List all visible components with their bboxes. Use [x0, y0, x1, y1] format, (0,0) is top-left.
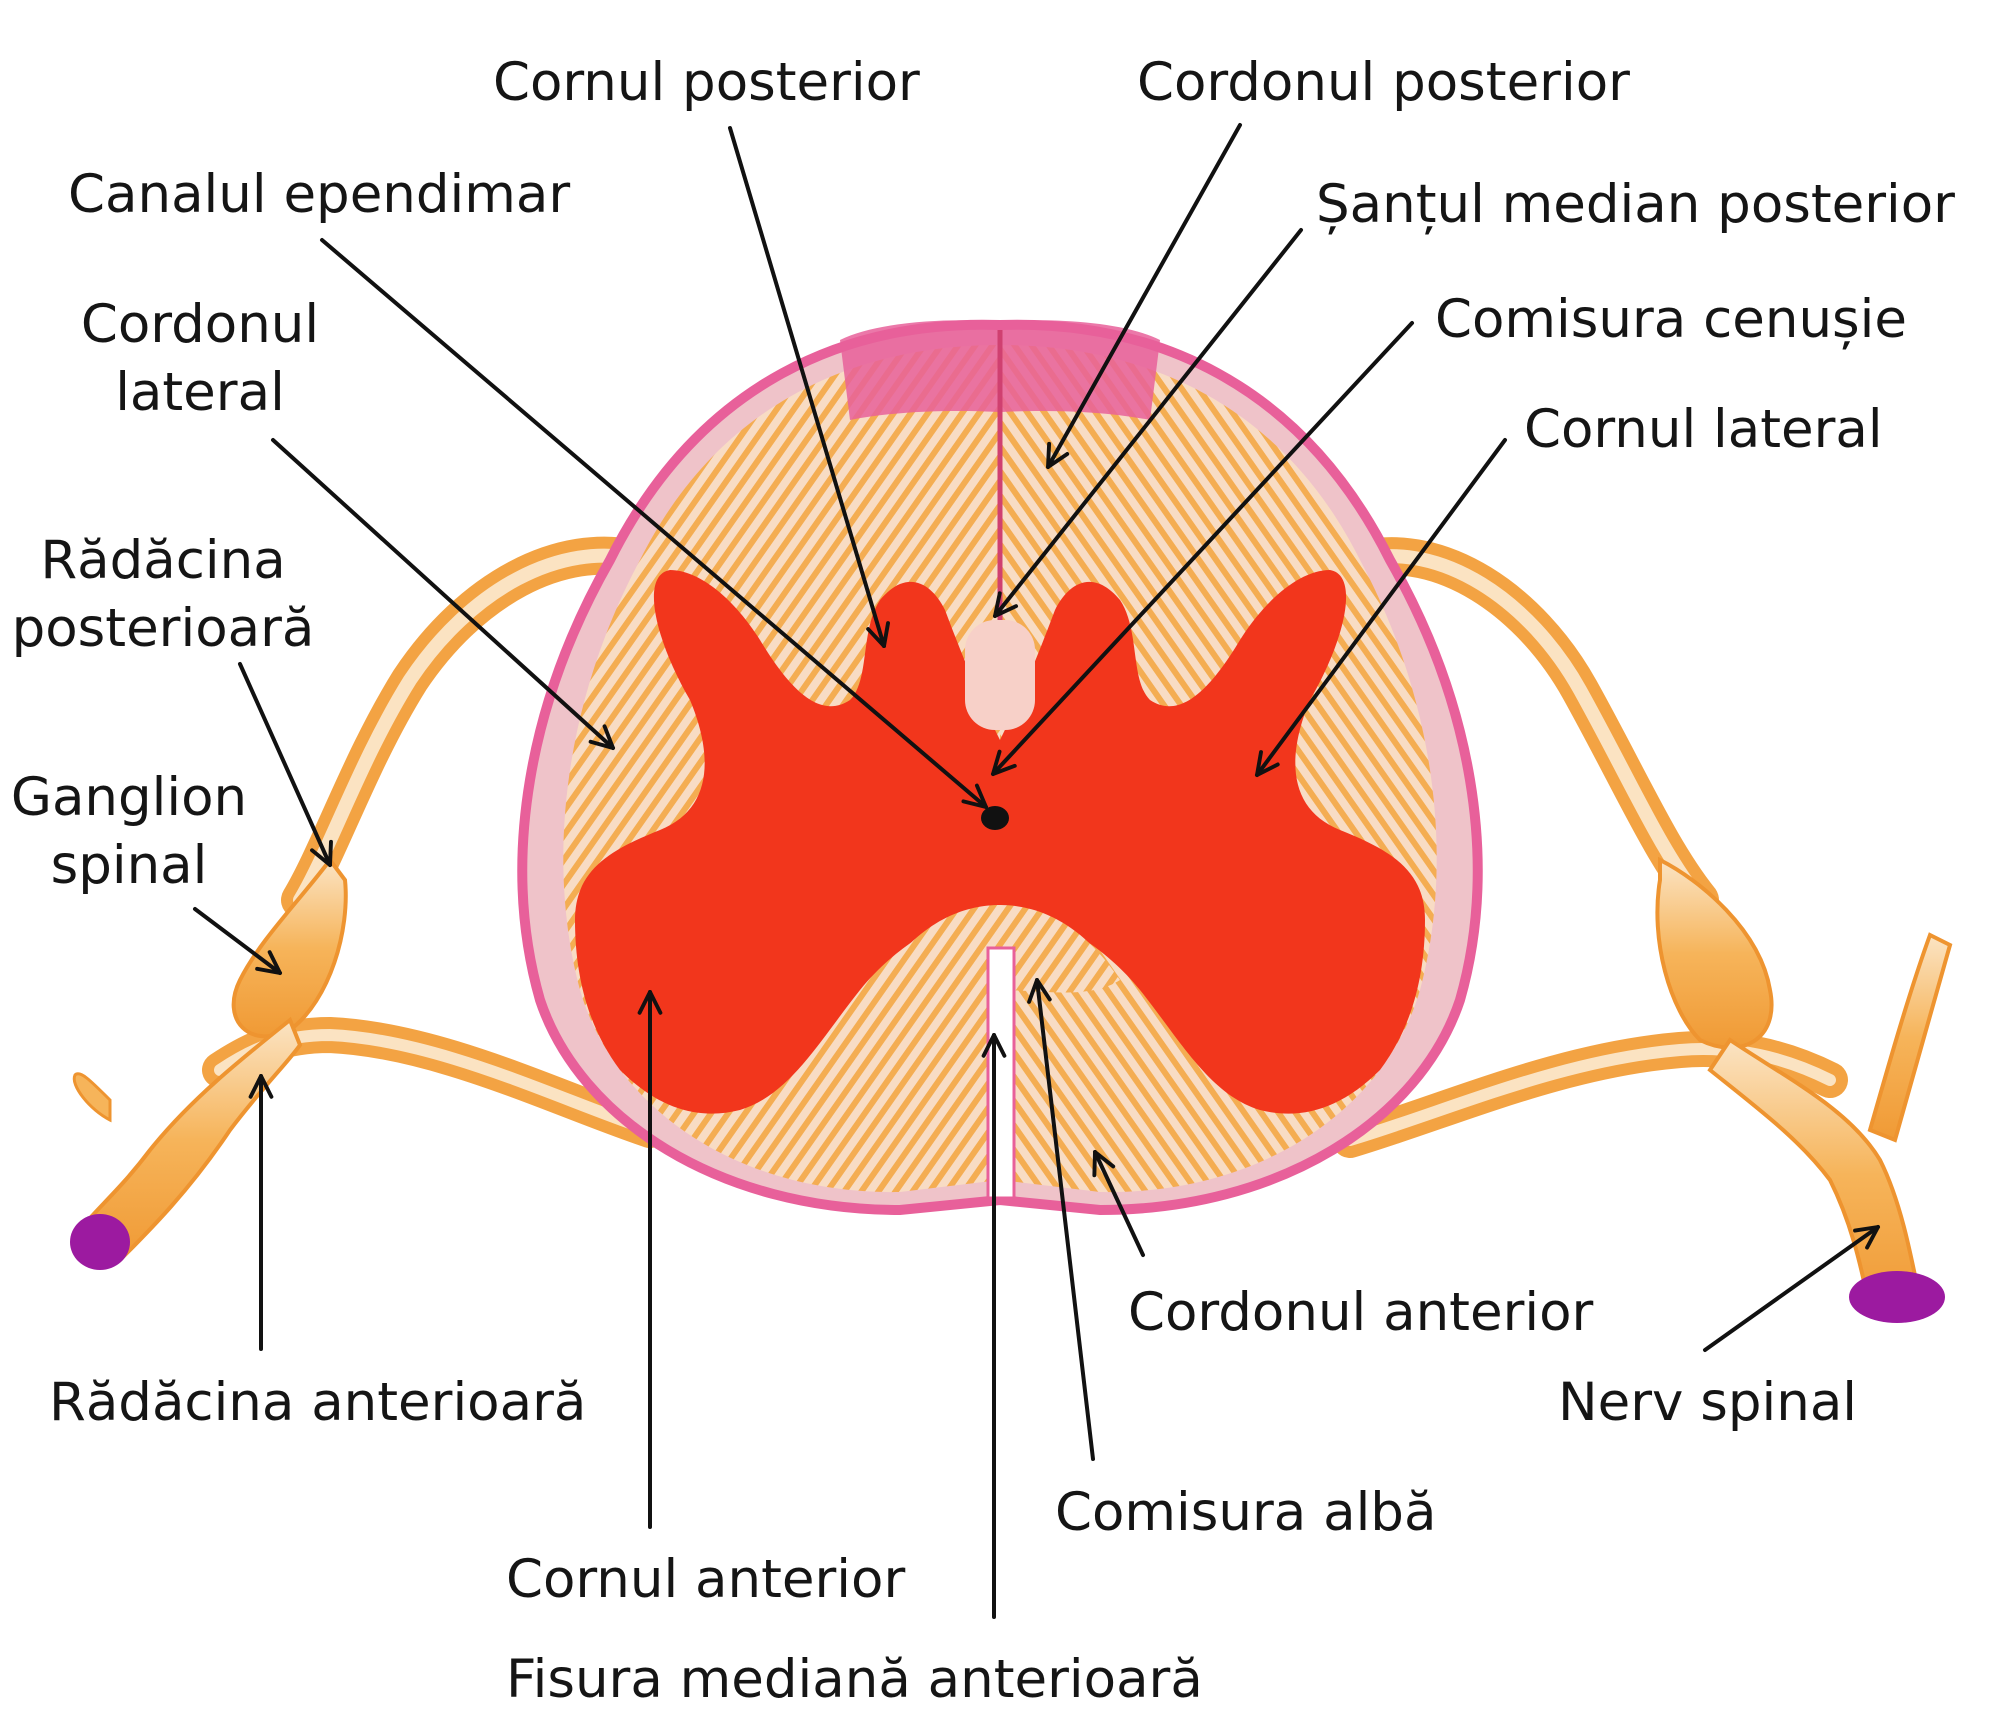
- label-comisura-cenusie: Comisura cenușie: [1435, 289, 1907, 351]
- right-ganglion: [1655, 856, 1774, 1050]
- anterior-median-fissure: [986, 946, 1016, 1200]
- arrow-cordonul-anterior: [1092, 1150, 1145, 1257]
- label-radacina-posterioara-2: posterioară: [12, 598, 315, 659]
- arrow-cordonul-posterior: [1046, 123, 1242, 469]
- leader-arrows: [193, 123, 1880, 1619]
- nerve-roots: [70, 536, 1953, 1323]
- label-santul-median-posterior: Șanțul median posterior: [1316, 174, 1955, 235]
- central-canal: [981, 806, 1009, 830]
- label-ganglion-spinal-2: spinal: [51, 835, 208, 896]
- arrow-ganglion-spinal: [193, 907, 282, 975]
- arrow-cornul-lateral: [1255, 438, 1507, 777]
- right-nerve-cut: [1849, 1271, 1945, 1323]
- label-cornul-posterior: Cornul posterior: [493, 52, 920, 113]
- label-cordonul-lateral-2: lateral: [115, 362, 285, 423]
- label-radacina-anterioara: Rădăcina anterioară: [49, 1372, 586, 1433]
- label-nerv-spinal: Nerv spinal: [1558, 1372, 1857, 1433]
- arrow-cordonul-lateral: [271, 438, 615, 750]
- left-nerve-cut: [70, 1214, 130, 1270]
- arrow-comisura-alba: [1027, 978, 1095, 1461]
- label-cordonul-posterior: Cordonul posterior: [1137, 52, 1630, 113]
- label-fisura-mediana-anterioara: Fisura mediană anterioară: [506, 1649, 1203, 1710]
- spinal-cord: [517, 319, 1483, 1216]
- grey-matter: [575, 570, 1425, 1114]
- label-comisura-alba: Comisura albă: [1055, 1482, 1436, 1543]
- posterior-septum-cap: [965, 620, 1035, 730]
- arrow-cornul-posterior: [728, 126, 890, 648]
- label-ganglion-spinal-1: Ganglion: [11, 767, 247, 828]
- label-cordonul-lateral-1: Cordonul: [81, 294, 319, 355]
- left-ganglion: [231, 856, 348, 1039]
- arrow-radacina-posterioara: [238, 662, 333, 867]
- label-canalul-ependimar: Canalul ependimar: [68, 164, 570, 225]
- arrow-santul-median-posterior: [993, 228, 1303, 618]
- arrow-nerv-spinal: [1703, 1225, 1880, 1352]
- arrow-comisura-cenusie: [991, 321, 1414, 776]
- labels: Cornul posterior Cordonul posterior Cana…: [11, 52, 1955, 1710]
- label-radacina-posterioara-1: Rădăcina: [40, 530, 285, 591]
- label-cordonul-anterior: Cordonul anterior: [1128, 1282, 1594, 1343]
- label-cornul-lateral: Cornul lateral: [1524, 399, 1883, 460]
- arrow-canalul-ependimar: [320, 238, 988, 809]
- label-cornul-anterior: Cornul anterior: [506, 1549, 905, 1610]
